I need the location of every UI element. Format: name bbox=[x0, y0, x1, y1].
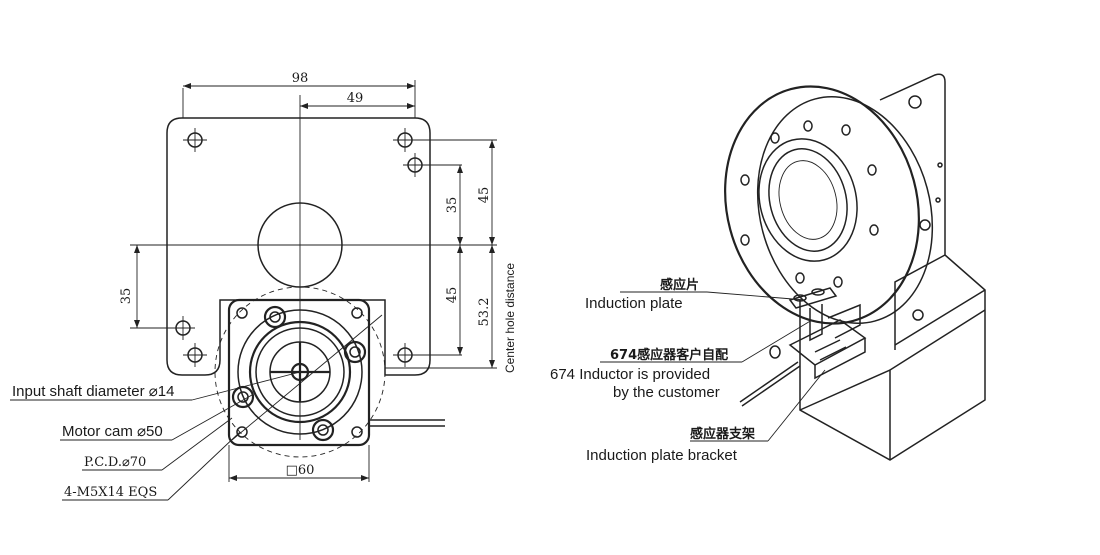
callout-screws: 4-M5X14 EQS bbox=[64, 485, 157, 500]
front-view: 98 49 35 45 45 53.2 Center hole distance… bbox=[10, 71, 517, 501]
callout-pcd: P.C.D.⌀70 bbox=[84, 455, 146, 470]
dim-square-60: □60 bbox=[286, 463, 315, 478]
pcd-circle bbox=[214, 286, 386, 458]
motor-cable bbox=[369, 419, 445, 427]
rotary-table bbox=[724, 85, 920, 325]
callout-motor-cam: Motor cam ⌀50 bbox=[62, 423, 163, 440]
plate-hole-bottom-left bbox=[183, 343, 207, 367]
mounting-plate bbox=[166, 117, 431, 376]
callout-input-shaft: Input shaft diameter ⌀14 bbox=[12, 383, 174, 400]
dim-35-right: 35 bbox=[445, 197, 460, 214]
callout-3-cn: 感应器支架 bbox=[690, 426, 755, 442]
callout-1-en: Induction plate bbox=[585, 295, 683, 312]
plate-hole-bottom-right bbox=[393, 343, 417, 367]
isometric-view: 感应片 Induction plate 674感应器客户自配 674 Induc… bbox=[550, 73, 986, 464]
dim-45-lower: 45 bbox=[445, 287, 460, 304]
callout-3-en: Induction plate bracket bbox=[586, 447, 738, 464]
callout-2-cn: 674感应器客户自配 bbox=[610, 347, 728, 363]
dim-45-upper: 45 bbox=[477, 187, 492, 204]
table-holes bbox=[740, 120, 879, 288]
dim-98: 98 bbox=[292, 71, 309, 86]
callout-2-en-line1: 674 Inductor is provided bbox=[550, 366, 710, 383]
dim-49: 49 bbox=[347, 91, 364, 106]
plate-hole-top-right bbox=[393, 128, 417, 152]
dim-35-left: 35 bbox=[119, 288, 134, 305]
callout-1-cn: 感应片 bbox=[660, 277, 699, 293]
plate-hole-top-left bbox=[183, 128, 207, 152]
dim-53-2: 53.2 bbox=[477, 298, 492, 327]
callout-2-en-line2: by the customer bbox=[613, 384, 720, 401]
sensor-assembly bbox=[739, 287, 867, 407]
center-hole-distance-label: Center hole distance bbox=[503, 263, 517, 373]
motor-flange bbox=[214, 286, 386, 458]
back-housing bbox=[799, 73, 986, 461]
